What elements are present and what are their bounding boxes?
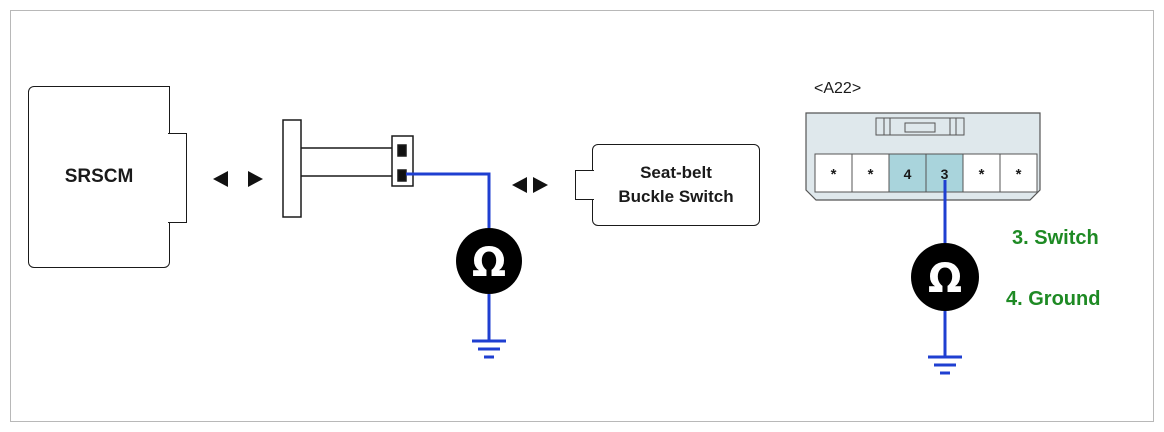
srscm-module: SRSCM: [28, 86, 170, 268]
srscm-connector-tab: [168, 133, 187, 223]
harness-connector: [282, 119, 414, 218]
connector-pin-cell: [999, 153, 1038, 193]
a22-connector: * * 4 3 * *: [805, 112, 1041, 201]
switch-label-line2: Buckle Switch: [618, 187, 734, 206]
legend-ground: 4. Ground: [1006, 288, 1101, 310]
connector-pin-label: *: [979, 166, 985, 183]
diagram-frame: [10, 10, 1154, 422]
ohmmeter-icon: Ω: [911, 243, 979, 311]
ohmmeter-symbol: Ω: [928, 256, 962, 302]
bidirectional-arrow-icon: [512, 177, 548, 193]
bidirectional-arrow-icon: [213, 171, 263, 187]
legend-switch: 3. Switch: [1012, 227, 1099, 249]
connector-pin-label: *: [868, 166, 874, 183]
connector-pin-label: *: [831, 166, 837, 183]
buckle-switch: Seat-belt Buckle Switch: [592, 144, 760, 226]
ohmmeter-symbol: Ω: [472, 240, 506, 286]
connector-pin-label: 3: [941, 166, 949, 182]
buckle-switch-plug: [575, 170, 594, 200]
connector-pin-label: 4: [904, 166, 912, 182]
connector-pin-cell: [851, 153, 890, 193]
srscm-label: SRSCM: [64, 166, 134, 187]
left-meter-wire: [406, 172, 491, 340]
ground-icon: [928, 355, 962, 375]
connector-pin-cell: [814, 153, 853, 193]
ground-icon: [472, 339, 506, 359]
connector-pin-label: *: [1016, 166, 1022, 183]
connector-id-label: <A22>: [814, 80, 862, 97]
connector-pin-cell: [962, 153, 1001, 193]
connector-pin-row: * * 4 3 * *: [814, 153, 1038, 193]
ohmmeter-icon: Ω: [456, 228, 522, 294]
switch-label-line1: Seat-belt: [640, 163, 712, 182]
